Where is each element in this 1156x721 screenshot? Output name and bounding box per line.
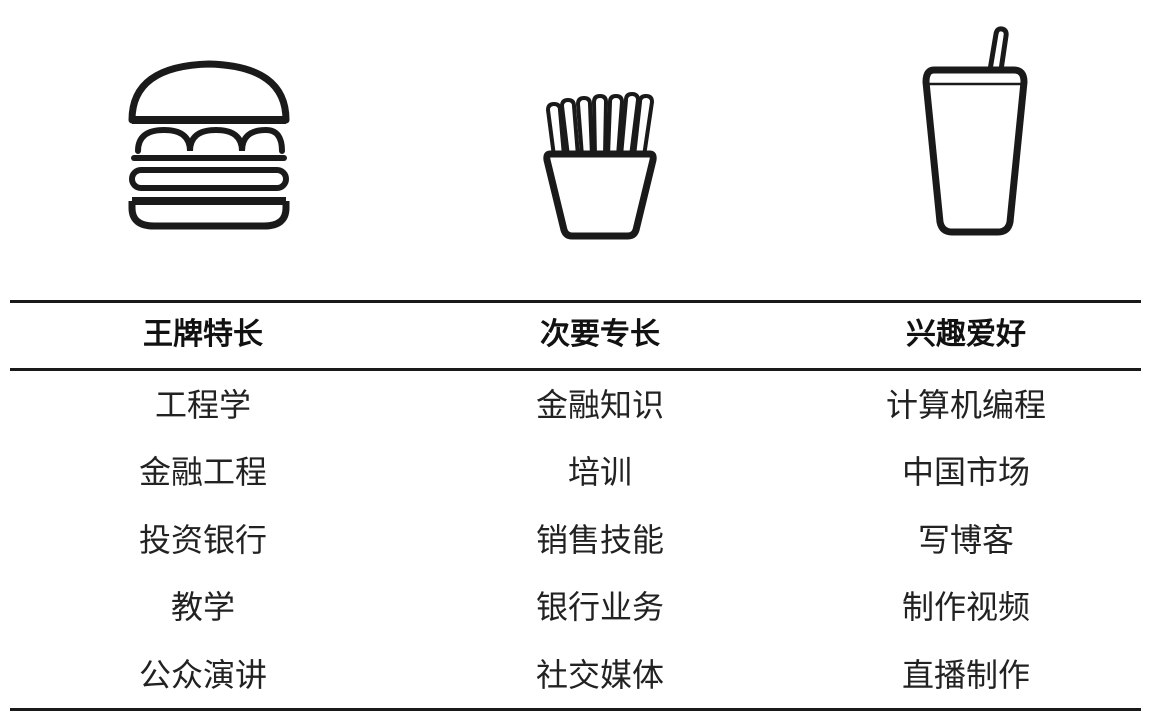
table-cell: 中国市场 (901, 453, 1030, 491)
table-header-rule (10, 368, 1141, 371)
table-cell: 培训 (567, 453, 632, 491)
table-cell: 直播制作 (901, 656, 1030, 694)
table-cell: 银行业务 (535, 588, 664, 626)
table-bottom-rule (10, 708, 1141, 711)
table-cell: 金融工程 (138, 453, 267, 491)
fries-icon (540, 92, 660, 242)
table-cell: 制作视频 (901, 588, 1030, 626)
table-cell: 公众演讲 (138, 656, 267, 694)
column-header-ace-skills: 王牌特长 (143, 317, 263, 352)
drink-cup-icon (918, 26, 1030, 238)
table-cell: 金融知识 (535, 386, 664, 424)
table-cell: 销售技能 (535, 521, 664, 559)
table-cell: 社交媒体 (535, 656, 664, 694)
table-cell: 投资银行 (138, 521, 267, 559)
table-cell: 写博客 (917, 521, 1014, 559)
table-cell: 工程学 (154, 386, 251, 424)
column-header-secondary-skills: 次要专长 (540, 317, 660, 352)
table-cell: 教学 (170, 588, 235, 626)
table-cell: 计算机编程 (885, 386, 1046, 424)
hamburger-icon (124, 58, 294, 233)
table-top-rule (10, 300, 1141, 303)
column-header-hobbies: 兴趣爱好 (906, 317, 1026, 352)
